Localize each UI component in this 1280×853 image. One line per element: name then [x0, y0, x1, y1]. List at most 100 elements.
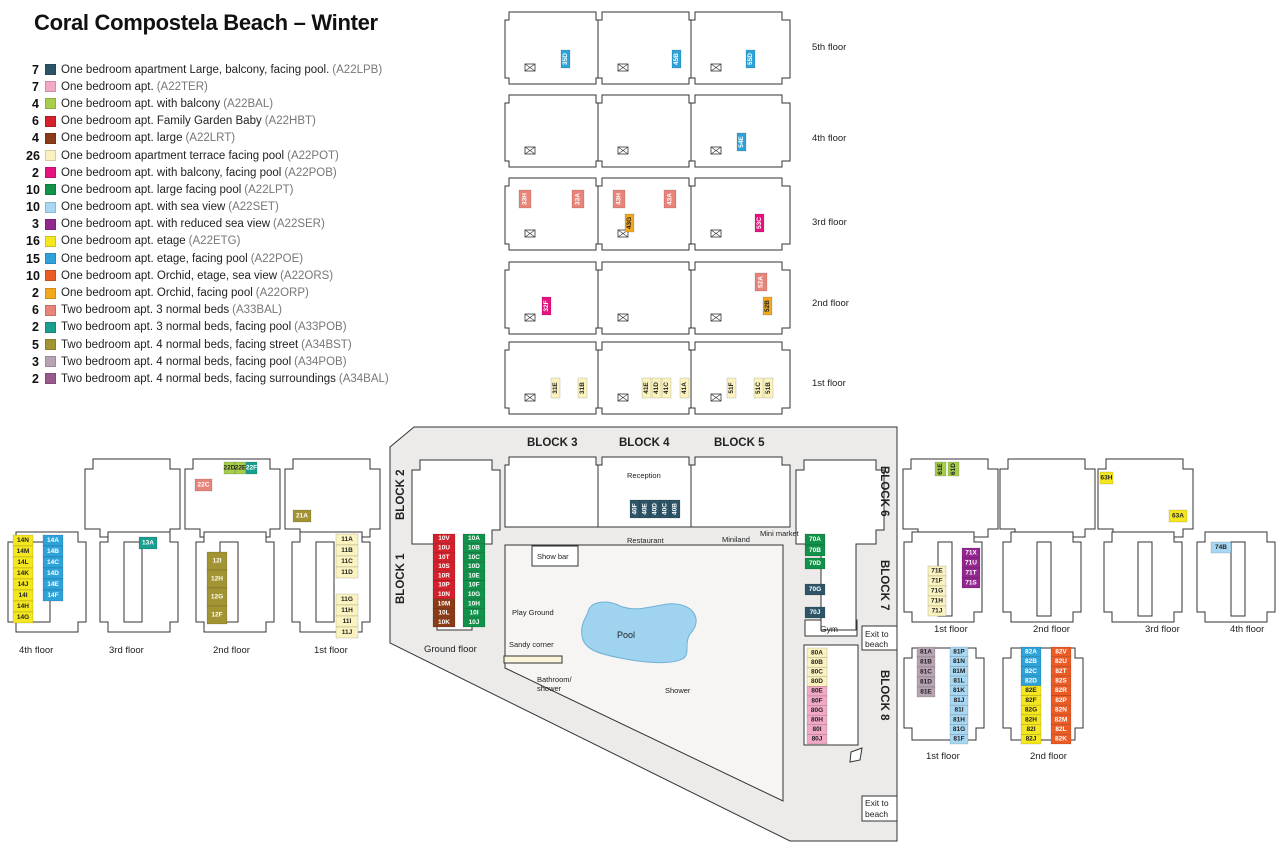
unit-block8-2nd: 82T [1050, 666, 1072, 677]
svg-text:81A: 81A [920, 649, 932, 656]
svg-text:81D: 81D [920, 679, 932, 686]
unit-block4-ground: 40B [669, 499, 681, 519]
svg-text:10B: 10B [468, 544, 480, 551]
unit-block8-2nd: 82G [1020, 704, 1042, 716]
sandy-corner-label: Sandy corner [509, 640, 554, 649]
unit-45B: 45B [671, 49, 682, 69]
svg-text:43G: 43G [626, 217, 633, 229]
svg-text:14J: 14J [18, 581, 29, 588]
reception-label: Reception [627, 471, 661, 480]
svg-text:12F: 12F [211, 612, 222, 619]
svg-text:12G: 12G [211, 594, 223, 601]
unit-block8-2nd: 82K [1050, 734, 1072, 745]
svg-text:82S: 82S [1055, 677, 1067, 684]
unit-block8-1st: 81B [916, 656, 936, 668]
exit-label: Exit to [865, 629, 889, 639]
unit-31B: 31B [577, 377, 588, 399]
block5-label: BLOCK 5 [714, 437, 765, 449]
ground-floor-label: Ground floor [424, 644, 477, 655]
shower-label: shower [537, 684, 562, 693]
legend-swatch [45, 167, 56, 179]
legend-swatch [45, 304, 56, 316]
legend-code: (A22LPT) [244, 183, 294, 196]
legend-label: Two bedroom apt. 4 normal beds, facing s… [61, 338, 299, 351]
unit-block2: 11D [335, 566, 359, 579]
svg-text:35D: 35D [562, 53, 569, 65]
legend-code: (A22ORS) [280, 269, 334, 282]
svg-text:10K: 10K [438, 619, 450, 626]
unit-block2: 14N [12, 534, 34, 547]
svg-text:82N: 82N [1055, 707, 1067, 714]
svg-text:71G: 71G [931, 588, 943, 595]
unit-block1: 10A [462, 533, 486, 544]
gym-label: Gym [820, 624, 838, 634]
unit-block1: 10H [462, 598, 486, 609]
svg-text:10V: 10V [438, 535, 450, 542]
svg-text:80E: 80E [811, 688, 823, 695]
legend-code: (A34POB) [294, 355, 347, 368]
unit-block2: 11G [335, 593, 359, 606]
unit-51C: 51C [753, 377, 764, 399]
unit-block6: 71U [961, 557, 981, 569]
unit-block2: 11H [335, 604, 359, 617]
unit-block8-1st: 81K [949, 685, 969, 696]
unit-block1: 10L [432, 608, 456, 618]
unit-51B: 51B [763, 377, 774, 399]
block2-label: BLOCK 2 [395, 470, 407, 520]
svg-text:14I: 14I [18, 592, 27, 599]
unit-41D: 41D [651, 377, 662, 399]
svg-text:31E: 31E [552, 382, 559, 394]
unit-block2: 14E [42, 578, 64, 591]
svg-text:82B: 82B [1025, 658, 1037, 665]
legend-label: One bedroom apt. [61, 80, 154, 93]
unit-block1: 10K [432, 617, 456, 628]
legend-count: 6 [32, 114, 39, 129]
svg-text:81E: 81E [920, 689, 932, 696]
unit-block1: 10M [432, 598, 456, 609]
svg-text:70B: 70B [809, 547, 821, 554]
svg-text:82L: 82L [1055, 726, 1066, 733]
unit-54E: 54E [736, 132, 747, 152]
ground-block-outline [504, 456, 605, 528]
unit-block8-2nd: 82I [1020, 724, 1042, 735]
legend-swatch [45, 150, 56, 162]
svg-text:71T: 71T [965, 570, 976, 577]
block1-label: BLOCK 1 [395, 553, 407, 604]
unit-block6: 71J [927, 605, 947, 617]
legend-label: One bedroom apt. large facing pool [61, 183, 242, 196]
unit-block1: 10D [462, 561, 486, 572]
unit-block6: 71X [961, 547, 981, 559]
legend-label: One bedroom apartment Large, balcony, fa… [61, 63, 330, 76]
unit-22C: 22C [194, 478, 213, 492]
legend-code: (A22ORP) [255, 287, 309, 300]
svg-text:41D: 41D [653, 382, 660, 394]
legend-label: One bedroom apt. with sea view [61, 201, 226, 214]
showbar-label: Show bar [537, 552, 569, 561]
svg-text:70G: 70G [809, 586, 821, 593]
svg-text:81K: 81K [953, 687, 965, 694]
svg-text:70A: 70A [809, 536, 821, 543]
unit-block4-ground: 40C [659, 499, 671, 519]
legend-count: 6 [32, 303, 39, 318]
svg-text:81G: 81G [953, 726, 965, 733]
svg-text:82G: 82G [1025, 707, 1037, 714]
block6-label: BLOCK 6 [878, 466, 890, 516]
unit-block8-1st: 81P [949, 646, 969, 657]
unit-block8-1st: 81I [949, 704, 969, 716]
side-floor-outline [1097, 458, 1194, 538]
minimarket-label: Mini market [760, 529, 800, 538]
legend-label: One bedroom apartment terrace facing poo… [61, 149, 285, 162]
unit-block8-2nd: 82S [1050, 675, 1072, 687]
legend-count: 2 [32, 371, 39, 386]
legend-code: (A22POB) [284, 166, 337, 179]
floor-block-outline [597, 261, 698, 335]
svg-text:71X: 71X [965, 550, 977, 557]
unit-block2: 11A [335, 533, 359, 546]
unit-block8-2nd: 82C [1020, 666, 1042, 677]
block3-label: BLOCK 3 [527, 437, 577, 449]
